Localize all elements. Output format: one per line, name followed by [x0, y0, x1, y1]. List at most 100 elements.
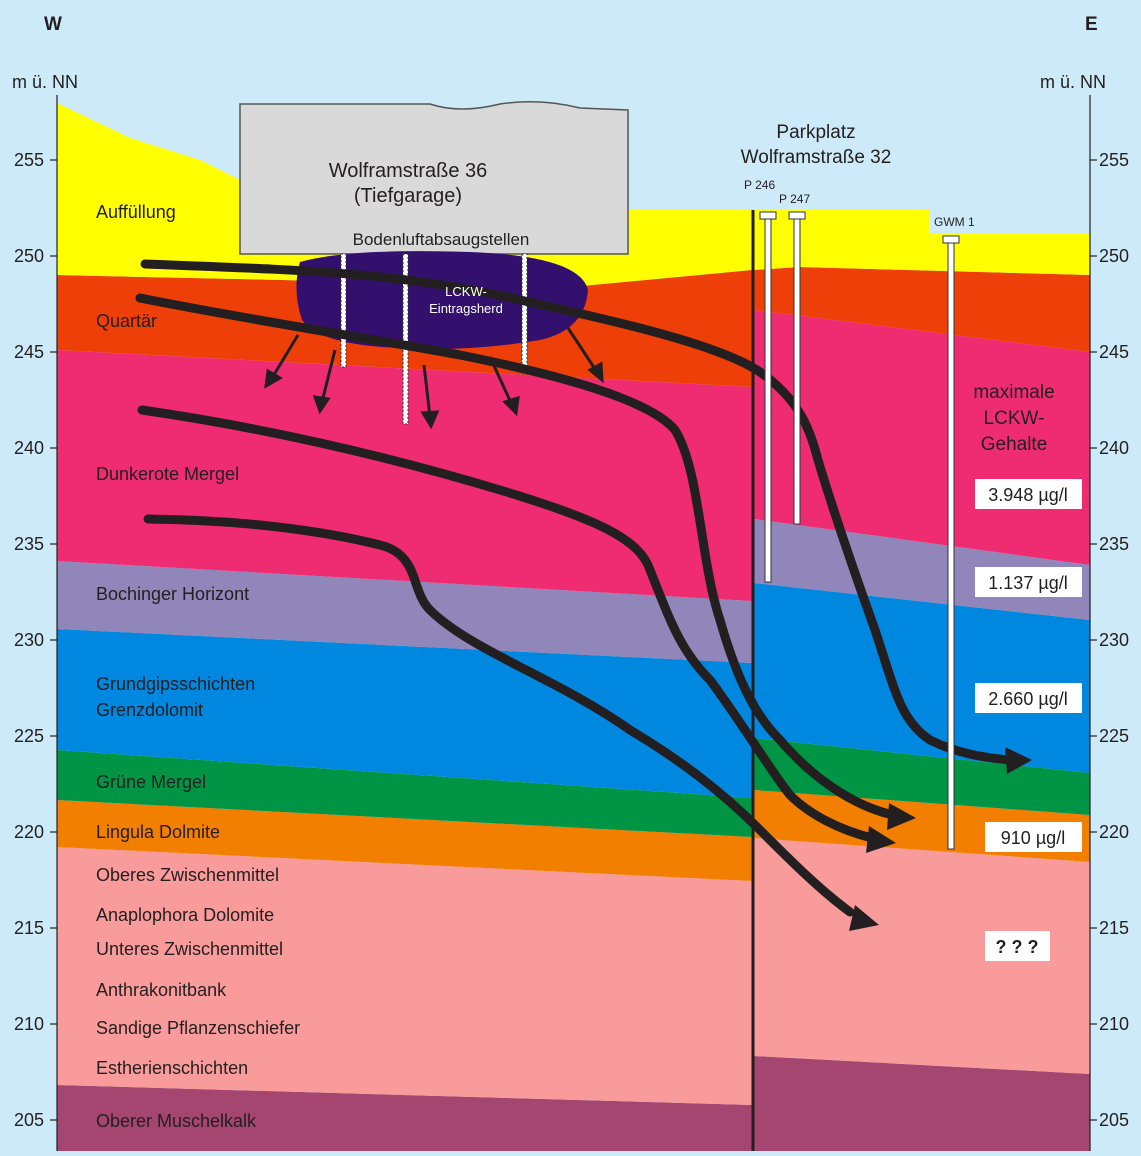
layers: [57, 103, 1090, 1151]
tick-left-205: 205: [14, 1110, 44, 1130]
wells: [759, 211, 960, 850]
extraction-pipes: [340, 253, 528, 425]
concentration-values: 3.948 µg/l 1.137 µg/l 2.660 µg/l 910 µg/…: [975, 479, 1082, 961]
tick-right-225: 225: [1099, 726, 1129, 746]
layer-label-oberer-muschelkalk: Oberer Muschelkalk: [96, 1111, 257, 1131]
layer-label-lingula: Lingula Dolmite: [96, 822, 220, 842]
arrowhead-4: [849, 905, 879, 931]
layer-labels: Auffüllung Quartär Dunkerote Mergel Boch…: [96, 202, 300, 1131]
layer-label-bochinger: Bochinger Horizont: [96, 584, 249, 604]
concentration-title-2: LCKW-: [984, 408, 1045, 429]
layer-label-oberes-zwischenmittel: Oberes Zwischenmittel: [96, 865, 279, 885]
layer-gruene-mergel: [57, 750, 752, 837]
layer-label-anthrakonitbank: Anthrakonitbank: [96, 980, 227, 1000]
well-label-p246: P 246: [744, 178, 775, 192]
tick-left-250: 250: [14, 246, 44, 266]
parking-label-line1: Parkplatz: [776, 122, 855, 143]
extraction-points-label: Bodenluftabsaugstellen: [353, 230, 530, 249]
east-label: E: [1085, 14, 1098, 35]
source-zone-label-1: LCKW-: [445, 284, 487, 299]
extraction-pipe-1: [340, 253, 347, 368]
unit-left: m ü. NN: [12, 72, 78, 92]
layer-label-quartaer: Quartär: [96, 311, 157, 331]
concentration-box-4: [985, 822, 1082, 852]
concentration-value-3: 2.660 µg/l: [988, 689, 1067, 709]
layer-label-anaplophora: Anaplophora Dolomite: [96, 905, 274, 925]
extraction-pipe-2: [402, 253, 409, 425]
layer-grundgips: [57, 629, 752, 798]
layer-label-pflanzenschiefer: Sandige Pflanzenschiefer: [96, 1018, 300, 1038]
layer-grundgips-east: [754, 583, 1090, 773]
tick-right-230: 230: [1099, 630, 1129, 650]
arrowhead-1: [1005, 747, 1032, 774]
tick-left-210: 210: [14, 1014, 44, 1034]
layer-label-estherienschichten: Estherienschichten: [96, 1058, 248, 1078]
tick-right-245: 245: [1099, 342, 1129, 362]
layer-oberer-muschelkalk-east: [754, 1056, 1090, 1151]
leakage-arrows: [264, 327, 604, 430]
concentration-title-3: Gehalte: [981, 434, 1048, 455]
tick-right-250: 250: [1099, 246, 1129, 266]
layer-keuper-pink: [57, 847, 752, 1105]
well-p246-cap: [759, 211, 777, 220]
tick-left-220: 220: [14, 822, 44, 842]
garage-building: [239, 101, 629, 255]
tick-left-230: 230: [14, 630, 44, 650]
layer-quartaer-east: [754, 267, 1090, 352]
parking-label-line2: Wolframstraße 32: [741, 147, 892, 168]
layer-lingula: [57, 800, 752, 881]
well-p246: [764, 211, 772, 583]
layer-dunkerote: [57, 350, 752, 601]
tick-left-245: 245: [14, 342, 44, 362]
tick-left-215: 215: [14, 918, 44, 938]
flow-paths: [135, 259, 1013, 917]
concentration-box-2: [975, 567, 1082, 597]
concentration-value-1: 3.948 µg/l: [988, 485, 1067, 505]
tick-right-240: 240: [1099, 438, 1129, 458]
tick-right-255: 255: [1099, 150, 1129, 170]
concentration-value-5: ? ? ?: [996, 937, 1039, 957]
tick-right-210: 210: [1099, 1014, 1129, 1034]
layer-auffuellung-east: [754, 210, 1090, 275]
flow-arrowheads: [849, 747, 1032, 931]
tick-right-235: 235: [1099, 534, 1129, 554]
garage-title: Wolframstraße 36: [329, 160, 488, 182]
layer-bochinger: [57, 561, 752, 663]
tick-left-225: 225: [14, 726, 44, 746]
well-gwm1: [947, 235, 955, 850]
tick-left-255: 255: [14, 150, 44, 170]
extraction-pipe-3: [521, 253, 528, 375]
tick-right-205: 205: [1099, 1110, 1129, 1130]
arrowhead-2: [887, 803, 916, 830]
layer-label-grenzdolomit: Grenzdolomit: [96, 700, 203, 720]
tick-left-235: 235: [14, 534, 44, 554]
concentration-title-1: maximale: [973, 382, 1054, 403]
well-p247-cap: [788, 211, 806, 220]
source-zone-label-2: Eintragsherd: [429, 301, 503, 316]
well-label-p247: P 247: [779, 192, 810, 206]
axes: [50, 95, 1097, 1151]
arrowhead-3: [866, 826, 896, 853]
well-label-gwm1: GWM 1: [934, 215, 975, 229]
layer-label-dunkerote: Dunkerote Mergel: [96, 464, 239, 484]
tick-left-240: 240: [14, 438, 44, 458]
layer-label-grundgips: Grundgipsschichten: [96, 674, 255, 694]
concentration-box-5: [985, 931, 1050, 961]
layer-label-unteres-zwischenmittel: Unteres Zwischenmittel: [96, 939, 283, 959]
concentration-box-3: [975, 683, 1082, 713]
layer-label-gruene-mergel: Grüne Mergel: [96, 772, 206, 792]
well-gwm1-cap: [942, 235, 960, 244]
west-label: W: [44, 14, 62, 35]
well-p247: [793, 211, 801, 525]
tick-right-220: 220: [1099, 822, 1129, 842]
concentration-box-1: [975, 479, 1082, 509]
tick-labels: 255 250 245 240 235 230 225 220 215 210 …: [14, 150, 1129, 1130]
concentration-value-4: 910 µg/l: [1001, 828, 1065, 848]
layer-oberer-muschelkalk: [57, 1085, 752, 1151]
tick-right-215: 215: [1099, 918, 1129, 938]
garage-subtitle: (Tiefgarage): [354, 185, 462, 207]
concentration-value-2: 1.137 µg/l: [988, 573, 1067, 593]
unit-right: m ü. NN: [1040, 72, 1106, 92]
